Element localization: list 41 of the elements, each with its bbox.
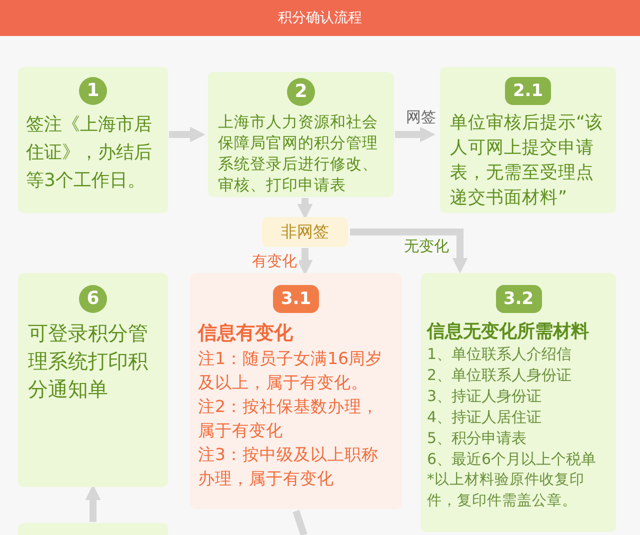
step-number-badge: 2.1 — [505, 77, 551, 105]
arrow — [297, 198, 313, 220]
box-text: 1、单位联系人介绍信 — [427, 344, 573, 365]
box-text: 2、单位联系人身份证 — [427, 365, 573, 386]
title-banner: 积分确认流程 — [0, 0, 640, 36]
edge-label: 无变化 — [402, 237, 451, 256]
edge-label: 网签 — [404, 108, 438, 127]
box-text: 非网签 — [280, 221, 330, 243]
box-text: 单位审核后提示“该人可网上提交申请表，无需至受理点递交书面材料” — [450, 112, 604, 210]
step-number-badge: 3.2 — [496, 285, 542, 313]
label-box — [262, 217, 348, 247]
arrow — [85, 484, 101, 522]
arrow — [297, 248, 313, 276]
box-text: 上海市人力资源和社会保障局官网的积分管理系统登录后进行修改、审核、打印申请表 — [218, 112, 379, 196]
box-text: 注3：按中级及以上职称办理，属于有变化 — [198, 444, 380, 490]
box-text: 签注《上海市居住证》，办结后等3个工作日。 — [26, 113, 153, 193]
arrow — [395, 126, 436, 142]
box-text: 3、持证人身份证 — [427, 386, 543, 407]
arrow — [169, 126, 206, 142]
step-box — [18, 67, 168, 213]
box-text: 注1：随员子女满16周岁及以上，属于有变化。 — [198, 348, 384, 394]
step-number-badge: 6 — [79, 285, 107, 313]
box — [18, 523, 168, 535]
step-number-badge: 2 — [287, 78, 315, 106]
step-box — [421, 273, 616, 532]
step-box — [18, 273, 168, 487]
box-text: 可登录积分管理系统打印积分通知单 — [28, 320, 149, 403]
box-text: 4、持证人居住证 — [427, 407, 543, 428]
box-text: 注2：按社保基数办理，属于有变化 — [198, 396, 380, 442]
step-box — [208, 72, 394, 197]
step-number-badge: 3.1 — [273, 285, 319, 313]
edge-label: 有变化 — [250, 252, 299, 271]
box-text: 6、最近6个月以上个税单 — [427, 449, 598, 470]
box-text: 5、积分申请表 — [427, 428, 528, 449]
step-box — [190, 273, 402, 509]
step-box — [440, 67, 616, 213]
box-text: *以上材料验原件收复印件，复印件需盖公章。 — [427, 471, 586, 511]
arrow — [350, 228, 468, 274]
box-heading: 信息有变化 — [198, 321, 294, 346]
box-heading: 信息无变化所需材料 — [427, 320, 590, 344]
step-number-badge: 1 — [79, 77, 107, 105]
